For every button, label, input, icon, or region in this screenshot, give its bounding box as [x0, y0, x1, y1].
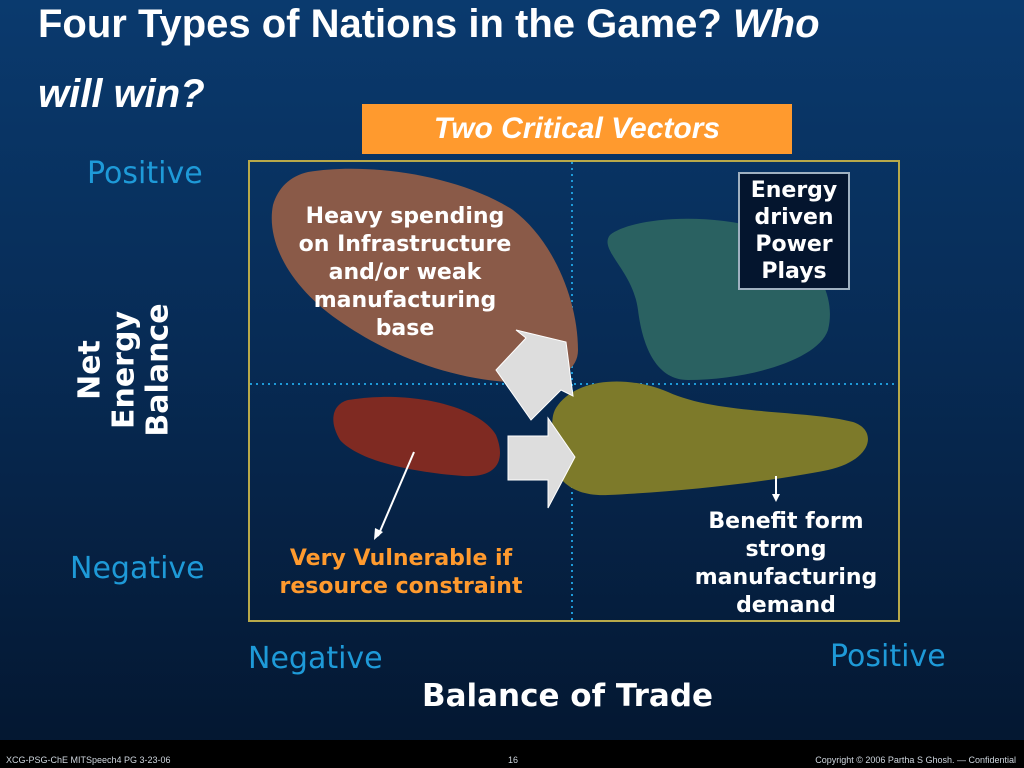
- pointer-line-vulnerable: [377, 451, 415, 537]
- pointer-head-benefit: [772, 494, 780, 502]
- y-axis-negative-label: Negative: [70, 551, 205, 586]
- x-axis-positive-label: Positive: [830, 639, 946, 674]
- title-line-2: will win?: [38, 72, 205, 116]
- quadrant-diagram: [248, 160, 900, 622]
- page-title: Four Types of Nations in the Game? Who w…: [38, 2, 998, 116]
- label-energy-power-plays: Energy driven Power Plays: [738, 172, 850, 290]
- label-benefit-manufacturing: Benefit form strong manufacturing demand: [694, 509, 878, 618]
- y-axis-positive-label: Positive: [87, 156, 203, 191]
- title-italic-text: Who: [732, 2, 820, 46]
- footer-copyright: Copyright © 2006 Partha S Ghosh. — Confi…: [815, 755, 1016, 765]
- pointer-head-vulnerable: [374, 528, 383, 540]
- arrow-diagonal: [495, 329, 574, 421]
- blob-bottom-left: [333, 396, 500, 477]
- blob-top-left: [271, 168, 578, 383]
- footer-page-number: 16: [508, 755, 519, 765]
- arrow-right: [507, 416, 576, 509]
- label-heavy-spending: Heavy spending on Infrastructure and/or …: [298, 204, 512, 341]
- footer-left-text: XCG-PSG-ChE MITSpeech4 PG 3-23-06: [6, 755, 171, 765]
- label-very-vulnerable: Very Vulnerable if resource constraint: [279, 546, 523, 599]
- x-axis-title: Balance of Trade: [421, 678, 714, 714]
- two-critical-vectors-banner: Two Critical Vectors: [362, 104, 792, 154]
- blob-bottom-right: [551, 381, 868, 496]
- x-axis-negative-label: Negative: [248, 641, 383, 676]
- slide-footer: XCG-PSG-ChE MITSpeech4 PG 3-23-06 16 Cop…: [0, 740, 1024, 768]
- title-line-1: Four Types of Nations in the Game? Who: [38, 2, 998, 46]
- label-energy-power-plays-text: Energy driven Power Plays: [750, 178, 838, 284]
- y-axis-title-text: Net Energy Balance: [73, 303, 176, 437]
- title-plain-text: Four Types of Nations in the Game?: [38, 2, 722, 46]
- quadrant-frame: [248, 160, 900, 622]
- y-axis-title: Net Energy Balance: [65, 270, 185, 470]
